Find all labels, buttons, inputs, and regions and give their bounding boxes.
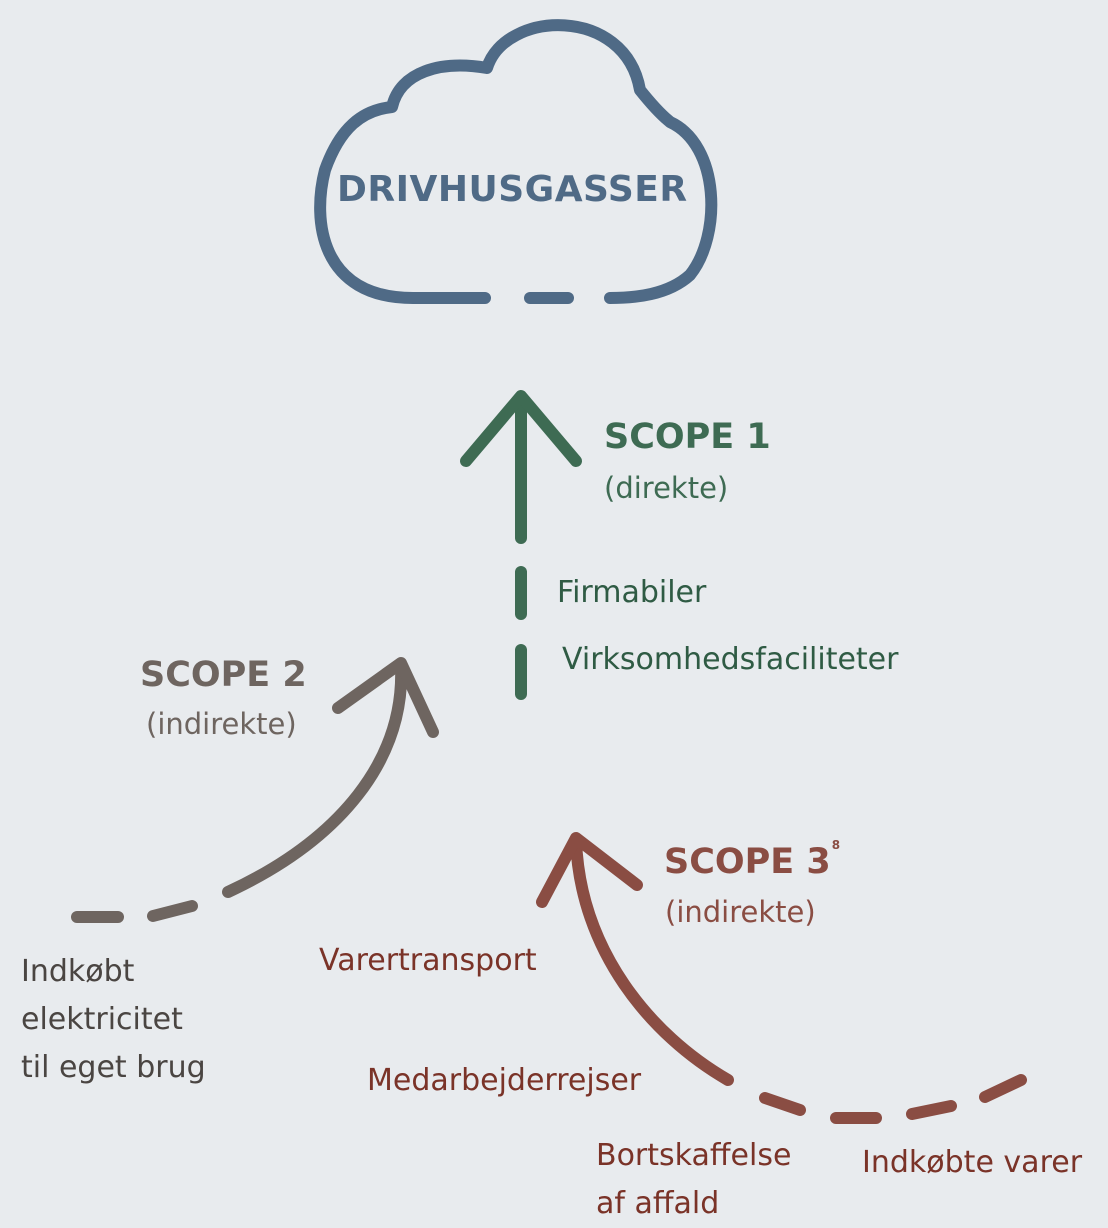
diagram-title: DRIVHUSGASSER <box>337 169 688 210</box>
scope2-item-indkobt-elektricitet: Indkøbt elektricitet til eget brug <box>21 948 206 1092</box>
scope3-arrow <box>536 832 1027 1124</box>
scope3-title: SCOPE 38 <box>664 839 840 882</box>
scope2-title: SCOPE 2 <box>140 655 307 695</box>
scope2-item-line: til eget brug <box>21 1050 206 1085</box>
scope1-item-virksomhedsfaciliteter: Virksomhedsfaciliteter <box>562 642 899 677</box>
scope2-item-line: elektricitet <box>21 1002 183 1037</box>
scope3-title-text: SCOPE 3 <box>664 842 831 882</box>
scope1-arrow <box>460 390 582 700</box>
scope1-subtitle: (direkte) <box>604 471 729 505</box>
scope2-subtitle: (indirekte) <box>146 707 297 741</box>
scope3-subtitle: (indirekte) <box>665 895 816 929</box>
scope1-title: SCOPE 1 <box>604 417 771 457</box>
scope3-item-medarbejderrejser: Medarbejderrejser <box>367 1063 642 1098</box>
scope3-item-varertransport: Varertransport <box>319 943 537 978</box>
scope2-item-line: Indkøbt <box>21 954 135 989</box>
cloud-icon <box>314 19 718 304</box>
scope2-arrow <box>71 657 439 923</box>
scope3-item-indkobte-varer: Indkøbte varer <box>862 1145 1083 1180</box>
scope3-item-line: Bortskaffelse <box>596 1138 792 1173</box>
scope1-item-firmabiler: Firmabiler <box>557 575 707 610</box>
scope3-item-line: af affald <box>596 1186 720 1221</box>
footnote-marker: 8 <box>831 838 841 852</box>
scope3-item-bortskaffelse: Bortskaffelse af affald <box>596 1132 791 1228</box>
